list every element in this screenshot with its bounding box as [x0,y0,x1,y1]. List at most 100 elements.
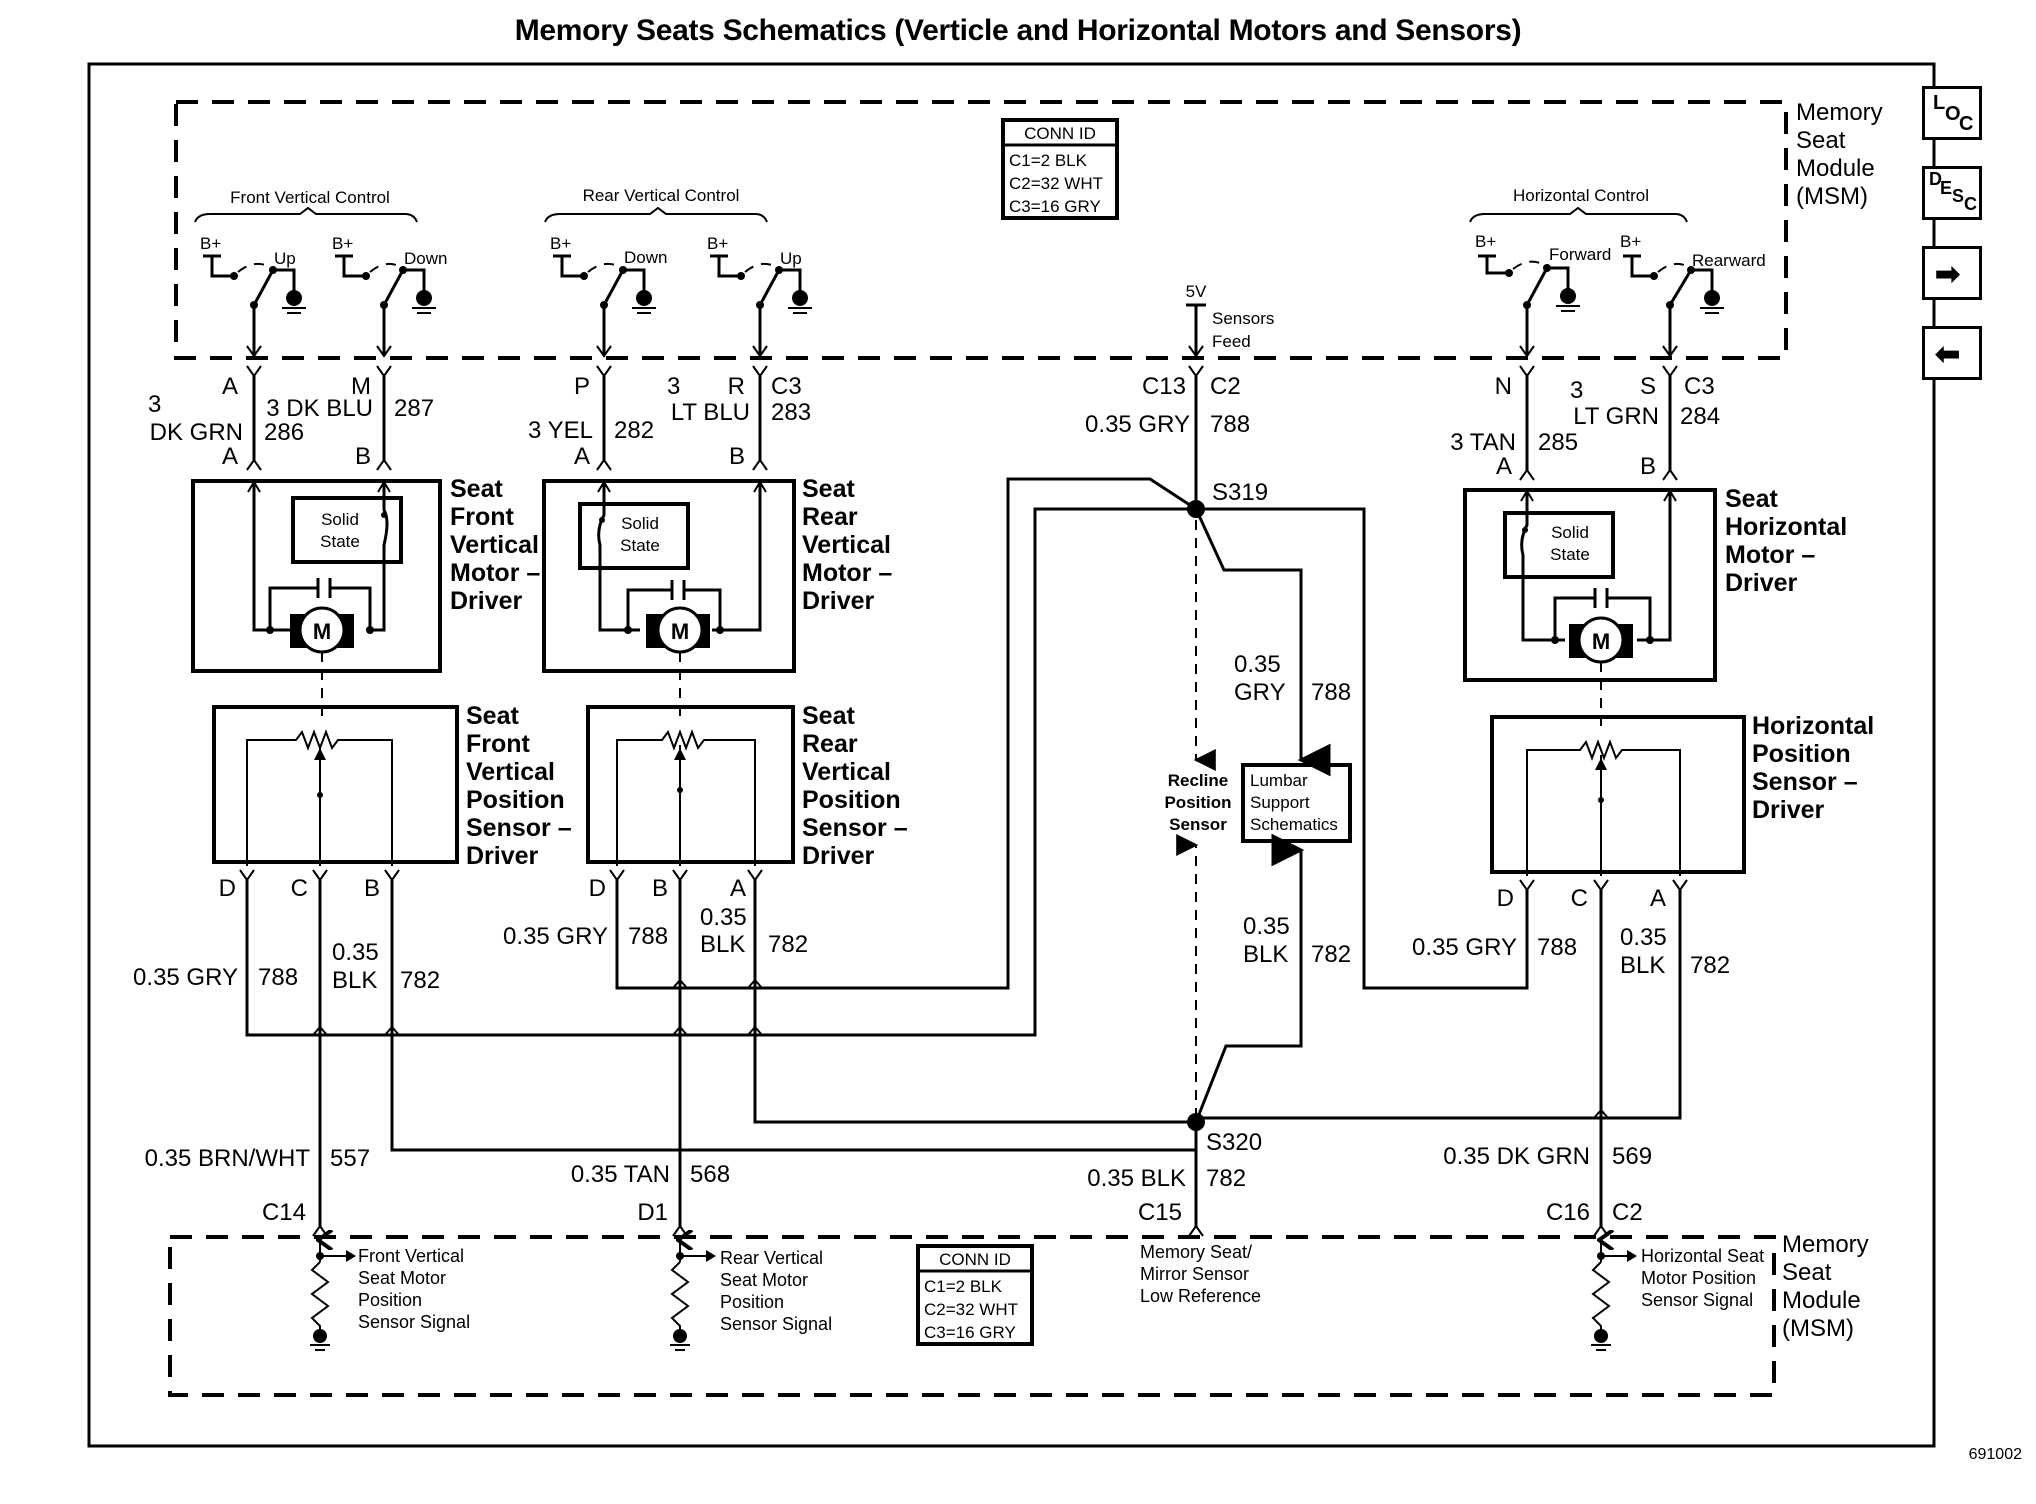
front-signal-resistor: Front Vertical Seat Motor Position Senso… [310,1240,470,1351]
svg-text:Memory Seat/: Memory Seat/ [1140,1242,1252,1262]
svg-text:0.35: 0.35 [700,904,747,931]
svg-text:Vertical: Vertical [450,531,539,559]
wire-feed-788: C13 C2 0.35 GRY 788 [1085,365,1250,438]
svg-text:Sensor: Sensor [1169,815,1227,834]
loc-button[interactable]: L O C [1922,86,1982,140]
svg-text:3 DK BLU: 3 DK BLU [266,395,373,422]
top-msm-boundary [174,100,1788,360]
svg-text:569: 569 [1612,1143,1652,1170]
svg-text:M: M [313,619,331,644]
svg-text:C1=2 BLK: C1=2 BLK [924,1277,1003,1296]
svg-text:Solid: Solid [1551,523,1589,542]
svg-text:Position: Position [358,1290,422,1310]
svg-text:BLK: BLK [1243,941,1288,968]
svg-text:C2=32 WHT: C2=32 WHT [924,1300,1018,1319]
svg-text:Sensor –: Sensor – [802,814,908,842]
svg-text:Seat: Seat [1725,485,1778,513]
svg-text:0.35 GRY: 0.35 GRY [133,964,238,991]
svg-text:Motor –: Motor – [1725,541,1815,569]
svg-text:Schematics: Schematics [1250,815,1338,834]
svg-text:Position: Position [720,1292,784,1312]
svg-text:Low Reference: Low Reference [1140,1286,1261,1306]
lumbar-support-link[interactable]: Lumbar Support Schematics [1241,763,1352,843]
svg-text:Seat: Seat [1796,127,1846,154]
svg-text:5V: 5V [1186,282,1207,301]
loc-letter: O [1945,103,1961,125]
desc-letter: S [1952,186,1965,206]
svg-text:A: A [574,443,590,470]
svg-text:(MSM): (MSM) [1782,1315,1854,1342]
desc-icon: D E S C [1925,169,1979,217]
svg-text:3: 3 [667,373,680,400]
next-page-button[interactable]: ➡ [1922,246,1982,300]
svg-text:Front: Front [466,730,531,758]
sensor-wire-labels: 0.35 GRY 788 0.35 BLK 782 0.35 GRY 788 0… [133,904,1730,994]
svg-text:Driver: Driver [802,842,875,870]
sensor-harness-wiring [245,376,1682,1228]
svg-text:Horizontal: Horizontal [1725,513,1847,541]
rear-vertical-motor: Solid State M Seat Rear Vertical Motor –… [542,475,892,720]
svg-text:C14: C14 [262,1199,306,1226]
svg-text:Rearward: Rearward [1692,251,1766,270]
center-wire-labels: 0.35 GRY 788 0.35 BLK 782 [1234,651,1351,968]
desc-button[interactable]: D E S C [1922,166,1982,220]
svg-text:D: D [1497,885,1514,912]
svg-text:GRY: GRY [1234,679,1286,706]
svg-text:Seat Motor: Seat Motor [358,1268,446,1288]
svg-text:Motor –: Motor – [450,559,540,587]
svg-text:N: N [1495,373,1512,400]
svg-text:Position: Position [1164,793,1231,812]
svg-text:Motor –: Motor – [802,559,892,587]
svg-text:A: A [730,875,746,902]
loc-icon: L O C [1925,89,1979,137]
svg-text:Sensor Signal: Sensor Signal [1641,1290,1753,1310]
svg-text:Sensor Signal: Sensor Signal [358,1312,470,1332]
svg-text:788: 788 [258,964,298,991]
svg-text:0.35: 0.35 [1234,651,1281,678]
previous-page-button[interactable]: ⬅ [1922,326,1982,380]
svg-text:Driver: Driver [1752,796,1825,824]
svg-text:Position: Position [802,786,901,814]
svg-text:State: State [620,536,660,555]
svg-text:M: M [1592,629,1610,654]
rear-sensor-pins: D B A [589,869,763,902]
svg-text:0.35: 0.35 [332,939,379,966]
svg-text:Rear Vertical Control: Rear Vertical Control [583,186,740,205]
svg-text:Seat: Seat [1782,1259,1832,1286]
horizontal-control: Horizontal Control B+ Forward B+ Rearwar… [1469,186,1766,358]
svg-text:(MSM): (MSM) [1796,183,1868,210]
svg-text:B+: B+ [200,234,221,253]
svg-text:0.35: 0.35 [1243,913,1290,940]
svg-text:Down: Down [404,249,447,268]
svg-text:Seat Motor: Seat Motor [720,1270,808,1290]
svg-text:B: B [1640,453,1656,480]
svg-text:D: D [589,875,606,902]
svg-text:0.35 BLK: 0.35 BLK [1087,1165,1186,1192]
splice-s319 [1187,500,1205,518]
wire-rear-p: P 3 YEL 282 A [528,365,654,471]
svg-text:A: A [222,373,238,400]
svg-text:M: M [351,373,371,400]
wire-horiz-n: N 3 TAN 285 A [1450,365,1578,481]
front-vertical-motor: Solid State M Seat Front Vertical Motor … [191,475,540,720]
svg-text:Module: Module [1796,155,1875,182]
wire-rear-r: R 3 LT BLU C3 283 B [667,365,811,471]
svg-text:B+: B+ [707,234,728,253]
svg-text:788: 788 [628,923,668,950]
svg-text:Horizontal Seat: Horizontal Seat [1641,1246,1764,1266]
loc-letter: C [1959,113,1974,135]
front-vertical-sensor: Seat Front Vertical Position Sensor – Dr… [212,702,572,870]
svg-text:Memory: Memory [1782,1231,1869,1258]
svg-text:C3=16 GRY: C3=16 GRY [924,1323,1016,1342]
svg-text:Position: Position [466,786,565,814]
svg-text:Up: Up [274,249,296,268]
splice-s320-label: S320 [1206,1129,1262,1156]
svg-text:B: B [729,443,745,470]
svg-text:Solid: Solid [321,510,359,529]
svg-text:287: 287 [394,395,434,422]
svg-text:Sensors: Sensors [1212,309,1274,328]
svg-text:C15: C15 [1138,1199,1182,1226]
svg-text:A: A [1650,885,1666,912]
svg-text:Vertical: Vertical [466,758,555,786]
svg-text:C2: C2 [1612,1199,1643,1226]
